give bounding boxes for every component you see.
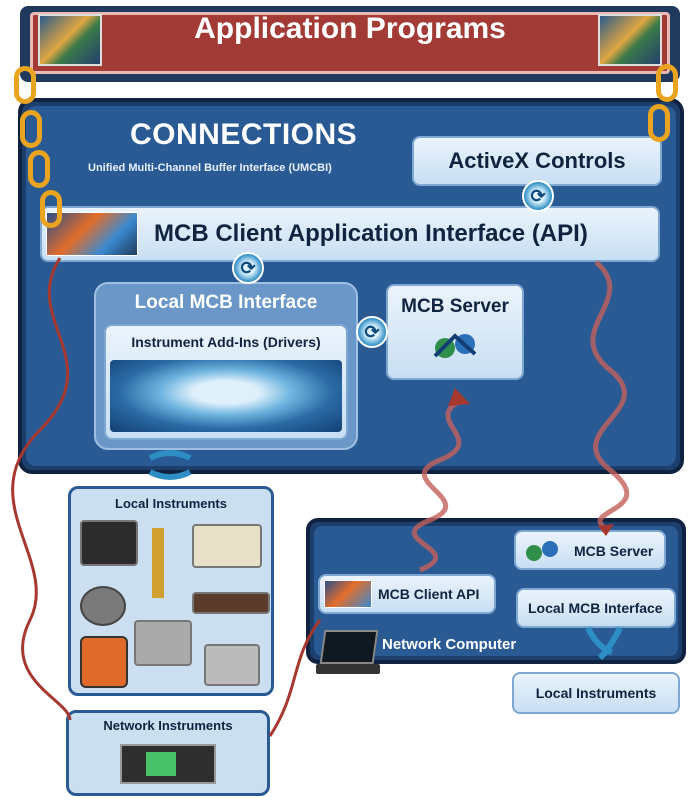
chain-link-icon (648, 104, 670, 142)
instrument-image (80, 520, 138, 566)
mcb-server-box: MCB Server (386, 284, 524, 380)
mcb-server-label: MCB Server (401, 296, 509, 317)
connections-title: CONNECTIONS (130, 118, 358, 151)
instrument-image (192, 524, 262, 568)
instrument-image (192, 592, 270, 614)
application-programs-panel (30, 12, 670, 74)
gears-icon (110, 360, 342, 432)
instrument-screen (146, 752, 176, 776)
local-instruments-title: Local Instruments (115, 496, 227, 511)
network-local-instruments-box: Local Instruments (512, 672, 680, 714)
left-thumbnail-image (38, 14, 102, 66)
right-thumbnail-image (598, 14, 662, 66)
application-programs-title: Application Programs (194, 12, 506, 45)
laptop-base (316, 664, 380, 674)
network-local-mcb-interface-box: Local MCB Interface (516, 588, 676, 628)
instrument-image (80, 636, 128, 688)
client-api-thumbnail-image (324, 580, 372, 608)
instrument-image (204, 644, 260, 686)
chain-link-icon (14, 66, 36, 104)
activex-controls-box: ActiveX Controls (412, 136, 662, 186)
network-computer-title: Network Computer (382, 636, 517, 653)
chain-link-icon (40, 190, 62, 228)
sync-icon: ⟳ (356, 316, 388, 348)
network-instruments-title: Network Instruments (103, 718, 233, 733)
umcbi-subtitle: Unified Multi-Channel Buffer Interface (… (88, 162, 332, 174)
instrument-addins-title: Instrument Add-Ins (Drivers) (131, 334, 321, 350)
instrument-image (80, 586, 126, 626)
instrument-image (152, 528, 164, 598)
local-mcb-interface-title: Local MCB Interface (134, 292, 318, 313)
chain-link-icon (28, 150, 50, 188)
server-sync-icon (433, 333, 477, 358)
server-sync-icon (522, 538, 562, 564)
mcb-client-api-box: MCB Client Application Interface (API) (40, 206, 660, 262)
chain-link-icon (20, 110, 42, 148)
chain-link-icon (656, 64, 678, 102)
sync-icon: ⟳ (522, 180, 554, 212)
instrument-image (134, 620, 192, 666)
sync-icon: ⟳ (232, 252, 264, 284)
